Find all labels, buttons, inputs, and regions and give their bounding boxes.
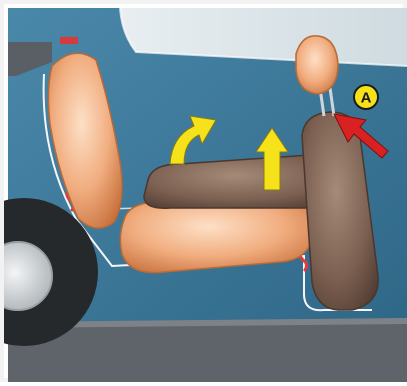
- headrest: [296, 36, 338, 94]
- callout-label: A: [361, 90, 372, 107]
- belt-clip-top: [60, 37, 78, 44]
- seat-folding-diagram: A: [4, 4, 407, 386]
- callout-marker: A: [354, 85, 378, 109]
